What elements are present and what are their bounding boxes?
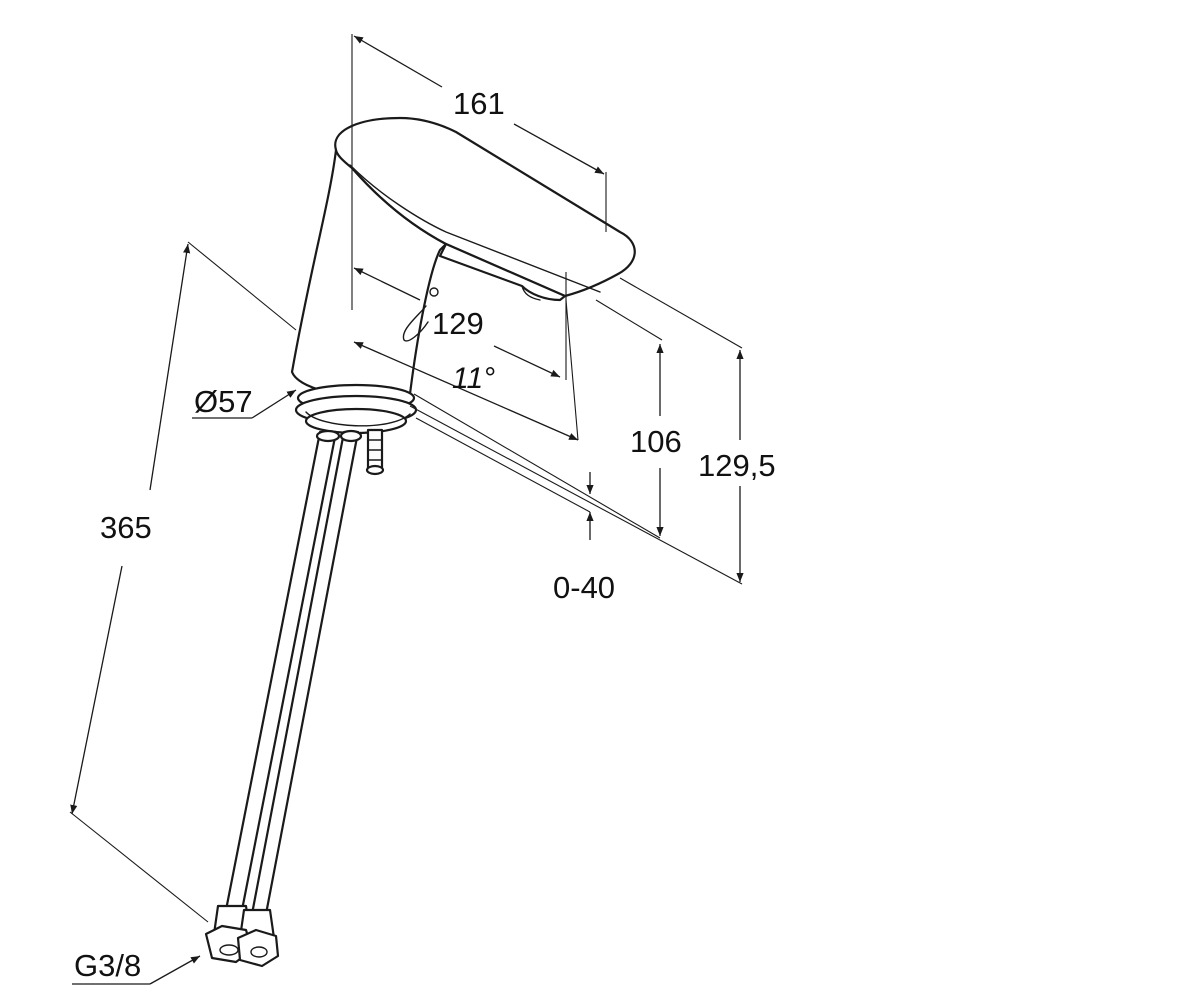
sensor-dot-icon	[429, 287, 439, 297]
label-deck-thickness: 0-40	[553, 570, 615, 605]
ext-spout-tip	[595, 299, 663, 341]
hose-right-top	[339, 429, 363, 443]
ext-deck-lower	[409, 405, 743, 585]
stud-end	[365, 464, 385, 476]
fitting-bore-right	[250, 946, 268, 958]
leader-diameter	[251, 389, 297, 419]
angle-ray	[565, 299, 579, 441]
ext-deck-upper	[413, 393, 661, 539]
ext-top	[619, 277, 743, 349]
ext-deck-bottom	[415, 417, 591, 513]
dim-161-right	[513, 123, 605, 175]
label-total-height: 129,5	[698, 448, 776, 483]
dim-365-top	[149, 243, 191, 491]
dim-161-left	[353, 35, 443, 88]
faucet-top-cap	[334, 116, 636, 298]
fitting-nut-right	[236, 928, 280, 968]
label-spout-length: 129	[432, 306, 484, 341]
label-spout-height: 106	[630, 424, 682, 459]
label-spout-reach: 161	[453, 86, 505, 121]
dimension-labels: 161 129 11° 106 129,5 0-40 Ø57 365 G3/8	[74, 86, 776, 983]
dimension-lines	[69, 34, 744, 985]
faucet-body	[204, 116, 636, 968]
dim-365-bottom	[70, 565, 123, 815]
label-hose-length: 365	[100, 510, 152, 545]
label-spout-angle: 11°	[452, 362, 495, 395]
leader-thread	[149, 955, 201, 985]
ext-365-bottom	[69, 811, 209, 923]
dim-129-right	[493, 345, 561, 378]
spout-outlet	[521, 285, 541, 301]
dim-angle-line	[353, 341, 579, 441]
hose-left-top	[315, 429, 341, 443]
spout-ridge	[349, 164, 601, 293]
label-body-diameter: Ø57	[194, 384, 253, 419]
dim-129-left	[353, 267, 421, 301]
fitting-bore-left	[219, 944, 239, 956]
stud-thread	[367, 439, 383, 461]
label-connection-thread: G3/8	[74, 948, 141, 983]
sensor-window-icon	[402, 305, 429, 342]
ext-365-top	[187, 241, 297, 331]
